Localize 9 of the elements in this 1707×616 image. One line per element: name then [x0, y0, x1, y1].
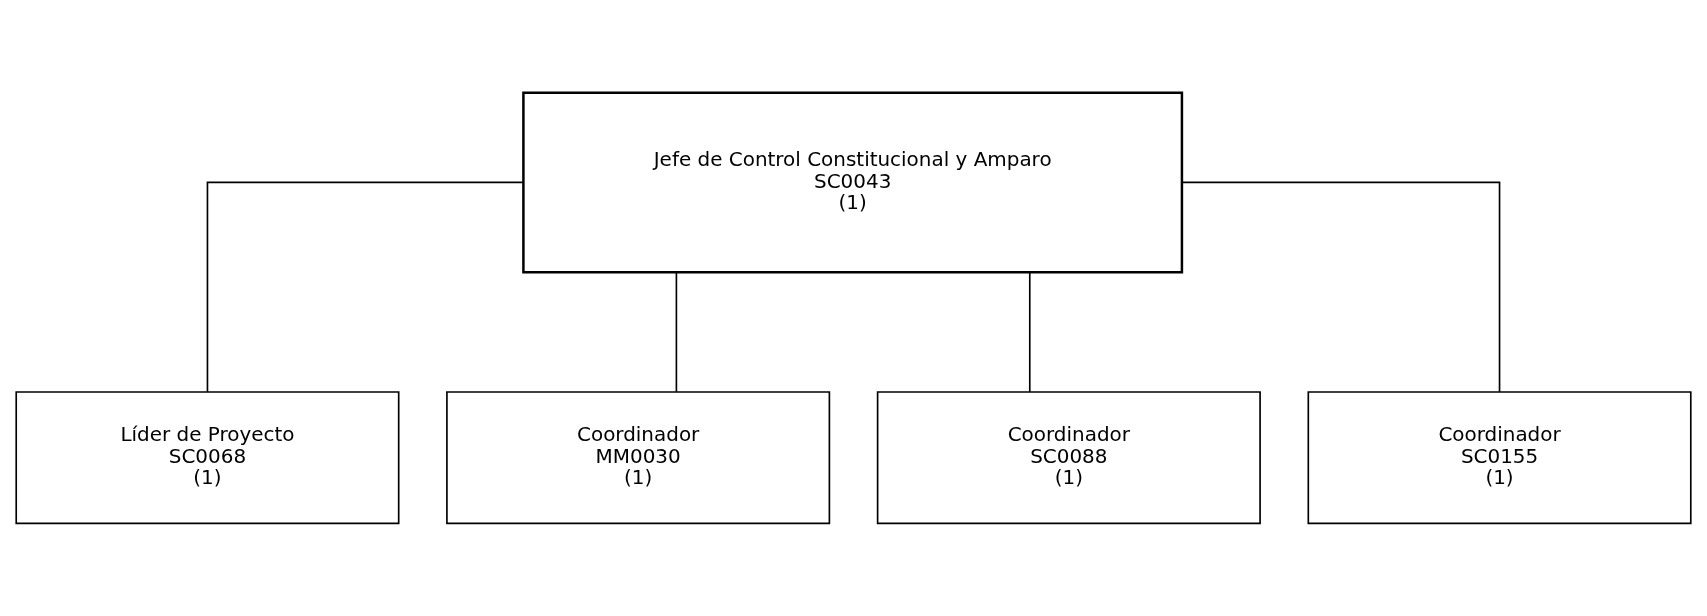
node-box: Jefe de Control Constitucional y Amparo SC0043 (1) [522, 91, 1184, 274]
connector [675, 271, 678, 393]
connector [206, 181, 524, 393]
node-box: Líder de Proyecto SC0068 (1) [15, 391, 400, 525]
connector [1181, 181, 1501, 393]
node-box: Coordinador MM0030 (1) [446, 391, 831, 525]
connector [1028, 271, 1031, 393]
node-box: Coordinador SC0155 (1) [1307, 391, 1692, 525]
node-box: Coordinador SC0088 (1) [876, 391, 1261, 525]
